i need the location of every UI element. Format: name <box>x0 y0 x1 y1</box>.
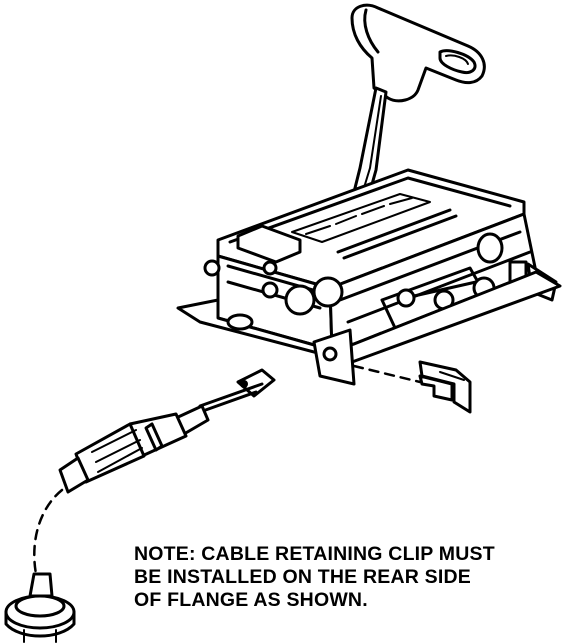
mounting-flange <box>176 270 562 386</box>
note-line-1: NOTE: CABLE RETAINING CLIP MUST <box>134 543 495 565</box>
note-line-2: BE INSTALLED ON THE REAR SIDE <box>134 566 471 588</box>
installation-note: NOTE: CABLE RETAINING CLIP MUST BE INSTA… <box>134 543 564 612</box>
cable-routing-line <box>33 488 64 576</box>
shifter-housing <box>203 168 558 352</box>
note-line-3: OF FLANGE AS SHOWN. <box>134 589 368 611</box>
cable-grommet <box>4 572 76 643</box>
clip-leader-line <box>352 364 422 384</box>
shift-knob <box>350 3 486 103</box>
cable-retaining-clip <box>418 360 472 414</box>
cable-boot <box>58 404 210 494</box>
cable-end-fitting <box>198 368 276 414</box>
